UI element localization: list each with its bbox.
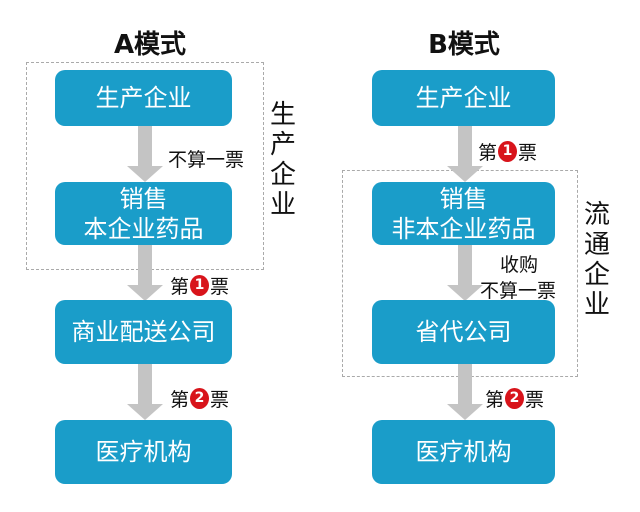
label-text: 第	[170, 389, 190, 411]
box-text: 医疗机构	[415, 438, 512, 466]
box-text: 省代公司	[415, 318, 512, 346]
edge-label-b2-line1: 收购	[500, 254, 539, 276]
arrow-b2	[447, 245, 483, 301]
box-a-distributor: 商业配送公司	[55, 300, 232, 364]
box-text: 商业配送公司	[71, 318, 216, 346]
ticket-number-badge: 1	[498, 141, 518, 162]
label-text: 票	[210, 389, 230, 411]
label-text: 第	[478, 142, 498, 164]
box-b-sales: 销售非本企业药品	[372, 182, 555, 245]
mode-b-group-label: 流通企业	[583, 200, 610, 320]
label-text: 第	[170, 276, 190, 298]
mode-a-title: A模式	[113, 30, 187, 60]
edge-label-a1: 不算一票	[168, 149, 245, 171]
label-text: 票	[210, 276, 230, 298]
mode-a-group-label: 生产企业	[269, 100, 296, 220]
box-a-hospital: 医疗机构	[55, 420, 232, 484]
arrow-a1	[127, 125, 163, 182]
arrow-a2	[127, 245, 163, 301]
box-b-manufacturer: 生产企业	[372, 70, 555, 126]
label-text: 第	[485, 389, 505, 411]
box-b-provincial-agent: 省代公司	[372, 300, 555, 364]
label-text: 票	[518, 142, 538, 164]
label-text: 票	[525, 389, 545, 411]
ticket-number-badge: 2	[505, 388, 525, 409]
box-text: 医疗机构	[95, 438, 192, 466]
box-text: 生产企业	[95, 84, 192, 112]
arrow-b1	[447, 125, 483, 182]
mode-b-title: B模式	[428, 30, 500, 60]
box-text: 销售	[439, 184, 488, 213]
arrow-b3	[447, 364, 483, 420]
box-a-sales: 销售本企业药品	[55, 182, 232, 245]
box-b-hospital: 医疗机构	[372, 420, 555, 484]
ticket-number-badge: 2	[190, 388, 210, 409]
box-text: 销售	[119, 184, 168, 213]
box-text: 生产企业	[415, 84, 512, 112]
arrow-a3	[127, 364, 163, 420]
box-text: 本企业药品	[83, 214, 204, 243]
box-text: 非本企业药品	[391, 214, 536, 243]
ticket-number-badge: 1	[190, 275, 210, 296]
edge-label-b2-line2: 不算一票	[480, 280, 557, 302]
box-a-manufacturer: 生产企业	[55, 70, 232, 126]
